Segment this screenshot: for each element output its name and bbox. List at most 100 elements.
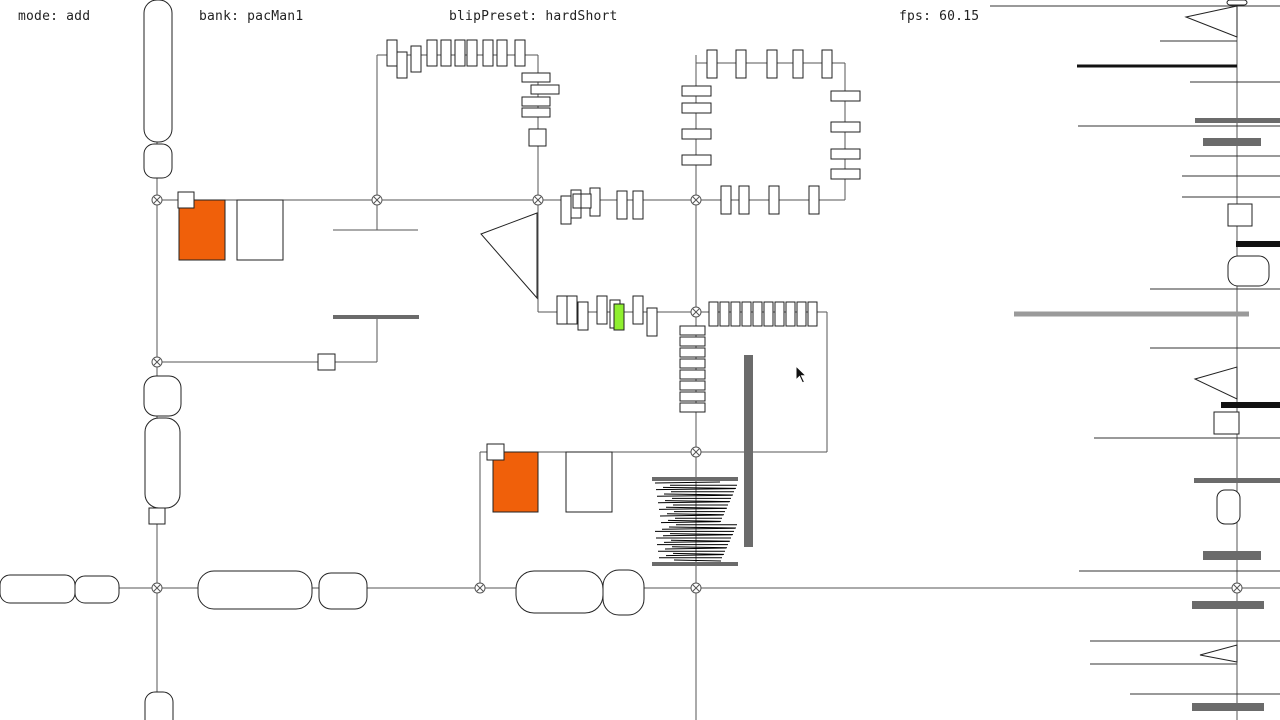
note-block[interactable] [632,190,644,220]
white-block[interactable] [236,199,284,261]
small-square-block[interactable] [148,507,166,525]
bar-block[interactable] [333,315,419,319]
block-layer[interactable] [0,0,861,720]
pill-block[interactable] [143,375,182,417]
note-block[interactable] [730,301,741,327]
note-block[interactable] [741,301,752,327]
note-block[interactable] [706,49,718,79]
scroll-bar [1195,118,1280,123]
note-block[interactable] [830,90,861,102]
note-block[interactable] [735,49,747,79]
x-circle-junction-icon[interactable] [151,194,163,206]
small-square-block[interactable] [177,191,195,209]
note-block[interactable] [616,190,628,220]
small-square-block[interactable] [486,443,505,461]
node-layer[interactable] [151,194,1243,594]
note-block[interactable] [768,185,780,215]
note-block[interactable] [482,39,494,67]
small-square-block[interactable] [317,353,336,371]
note-block[interactable] [596,295,608,325]
x-circle-junction-icon[interactable] [474,582,486,594]
note-block[interactable] [679,347,706,358]
note-block[interactable] [530,84,560,95]
pill-block[interactable] [318,572,368,610]
note-block[interactable] [681,128,712,140]
pill-block[interactable] [74,575,120,604]
note-block[interactable] [796,301,807,327]
note-block[interactable] [708,301,719,327]
x-circle-junction-icon[interactable] [151,582,163,594]
note-block[interactable] [679,402,706,413]
note-block[interactable] [521,72,551,83]
note-block[interactable] [679,325,706,336]
note-block[interactable] [679,380,706,391]
white-block[interactable] [565,451,613,513]
pill-block[interactable] [144,691,174,720]
active-note-block[interactable] [613,303,625,331]
pill-block[interactable] [602,569,645,616]
note-block[interactable] [440,39,452,67]
note-block[interactable] [646,307,658,337]
note-block[interactable] [426,39,438,67]
note-block[interactable] [679,358,706,369]
note-block[interactable] [681,102,712,114]
note-block[interactable] [830,121,861,133]
note-block[interactable] [752,301,763,327]
note-block[interactable] [738,185,750,215]
junction-cross [534,196,542,204]
note-block[interactable] [821,49,833,79]
note-block[interactable] [774,301,785,327]
x-circle-junction-icon[interactable] [151,356,163,368]
note-block[interactable] [681,154,712,166]
note-block[interactable] [560,195,572,225]
note-block[interactable] [720,185,732,215]
note-block[interactable] [763,301,774,327]
note-block[interactable] [396,51,408,79]
note-block[interactable] [785,301,796,327]
x-circle-junction-icon[interactable] [690,582,702,594]
note-block[interactable] [556,295,568,325]
small-square-block[interactable] [528,128,547,147]
x-circle-junction-icon[interactable] [690,194,702,206]
x-circle-junction-icon[interactable] [1231,582,1243,594]
note-block[interactable] [521,96,551,107]
note-block[interactable] [792,49,804,79]
note-block[interactable] [679,391,706,402]
note-block[interactable] [386,39,398,67]
note-block[interactable] [454,39,466,67]
x-circle-junction-icon[interactable] [532,194,544,206]
note-block[interactable] [830,148,861,160]
note-block[interactable] [521,107,551,118]
pill-block[interactable] [0,574,76,604]
pill-block[interactable] [143,143,173,179]
note-block[interactable] [679,336,706,347]
note-block[interactable] [679,369,706,380]
note-block[interactable] [766,49,778,79]
pill-block[interactable] [143,0,173,143]
note-block[interactable] [466,39,478,67]
orange-block[interactable] [492,451,539,513]
scribble-block[interactable] [652,477,738,566]
note-block[interactable] [681,85,712,97]
x-circle-junction-icon[interactable] [690,446,702,458]
note-block[interactable] [496,39,508,67]
pill-block[interactable] [197,570,313,610]
note-block[interactable] [566,295,578,325]
note-block[interactable] [580,193,592,209]
pill-block[interactable] [144,417,181,509]
x-circle-junction-icon[interactable] [690,306,702,318]
triangle-block[interactable] [480,212,538,300]
note-block[interactable] [830,168,861,180]
note-block[interactable] [577,301,589,331]
orange-block[interactable] [178,199,226,261]
pill-block[interactable] [515,570,604,614]
note-block[interactable] [719,301,730,327]
x-circle-junction-icon[interactable] [371,194,383,206]
vertical-bar-block[interactable] [744,355,753,547]
note-block[interactable] [514,39,526,67]
note-block[interactable] [410,45,422,73]
note-block[interactable] [632,295,644,325]
note-block[interactable] [808,185,820,215]
note-block[interactable] [807,301,818,327]
